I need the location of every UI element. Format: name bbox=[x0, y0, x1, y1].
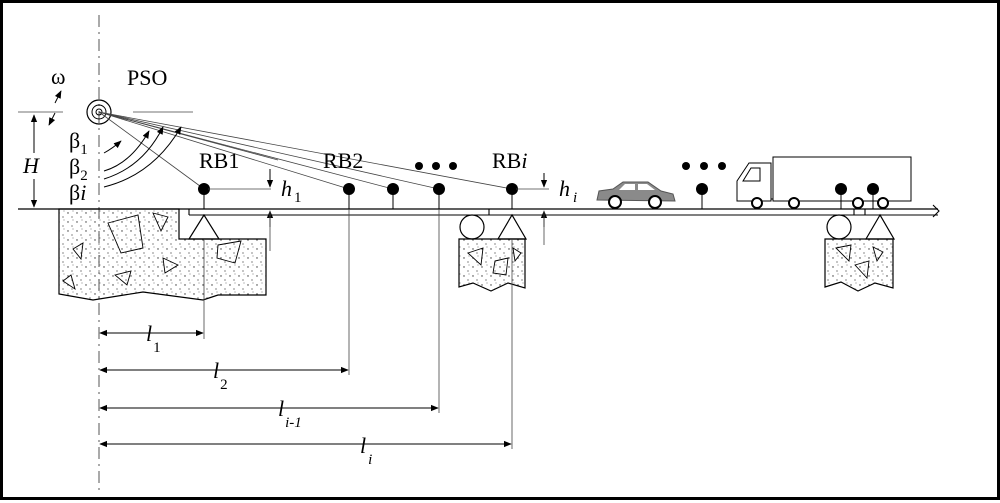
target-rb2 bbox=[343, 183, 355, 209]
beta-i-label: βi bbox=[69, 180, 86, 205]
middle-pier bbox=[458, 238, 526, 292]
right-pier bbox=[824, 238, 894, 292]
target-rbi bbox=[506, 183, 518, 209]
li-label: li bbox=[360, 433, 372, 468]
rb2-label: RB2 bbox=[323, 148, 363, 173]
beta-2-arc-b bbox=[103, 126, 164, 180]
target-far-1 bbox=[696, 183, 708, 209]
omega-arrow-up bbox=[54, 90, 62, 104]
beta-2-label: β2 bbox=[69, 154, 88, 184]
pier-aggregate-3 bbox=[512, 247, 522, 263]
right-roller-bearing bbox=[826, 214, 852, 240]
sight-line-3 bbox=[98, 111, 350, 190]
beta-i-arc bbox=[103, 126, 182, 188]
target-rb-im1 bbox=[433, 183, 445, 209]
aggregate-4 bbox=[72, 242, 84, 261]
target-rb3 bbox=[387, 183, 399, 209]
omega-arrow-down bbox=[48, 112, 56, 126]
l1-label: l1 bbox=[146, 321, 161, 356]
middle-fixed-bearing bbox=[496, 213, 528, 240]
l2-label: l2 bbox=[213, 358, 228, 393]
sight-line-4 bbox=[98, 111, 394, 190]
target-rb1 bbox=[198, 183, 210, 209]
pso-camera-icon bbox=[86, 99, 112, 125]
deck-break-mark bbox=[932, 204, 940, 218]
aggregate-7 bbox=[62, 274, 76, 291]
beta-2-arc-a bbox=[103, 130, 150, 172]
rpier-aggregate-2 bbox=[854, 260, 870, 280]
ellipsis-dots-1 bbox=[415, 162, 457, 170]
rbi-label: RBi bbox=[492, 148, 527, 173]
car-icon bbox=[596, 181, 676, 209]
aggregate-2 bbox=[152, 212, 169, 233]
diagram-canvas: ω PSO H β1 β2 βi RB1 RB2 RBi h1 hi l1 l2… bbox=[18, 15, 940, 493]
middle-roller-bearing bbox=[459, 214, 485, 240]
li-1-label: li-1 bbox=[278, 396, 302, 431]
sight-line-1 bbox=[98, 111, 205, 190]
beta-1-label: β1 bbox=[69, 128, 88, 158]
rpier-aggregate-1 bbox=[835, 244, 852, 262]
right-fixed-bearing bbox=[864, 213, 896, 240]
target-far-2 bbox=[835, 183, 847, 209]
rb1-label: RB1 bbox=[199, 148, 239, 173]
pso-label: PSO bbox=[127, 65, 167, 90]
left-bearing bbox=[187, 213, 221, 240]
pier-aggregate-2 bbox=[492, 257, 509, 276]
aggregate-3 bbox=[216, 240, 242, 264]
truck-icon bbox=[736, 156, 912, 209]
sight-line-6 bbox=[98, 111, 513, 190]
target-far-3 bbox=[867, 183, 879, 209]
h-label: H bbox=[22, 153, 40, 178]
left-abutment bbox=[58, 208, 267, 301]
rpier-aggregate-3 bbox=[872, 246, 884, 263]
aggregate-6 bbox=[114, 270, 132, 286]
sight-line-5 bbox=[98, 111, 440, 190]
omega-label: ω bbox=[51, 64, 65, 89]
pier-aggregate-1 bbox=[467, 247, 484, 266]
beta-1-arc bbox=[103, 140, 122, 154]
ellipsis-dots-2 bbox=[682, 162, 726, 170]
aggregate-1 bbox=[107, 214, 144, 254]
aggregate-5 bbox=[162, 257, 179, 274]
